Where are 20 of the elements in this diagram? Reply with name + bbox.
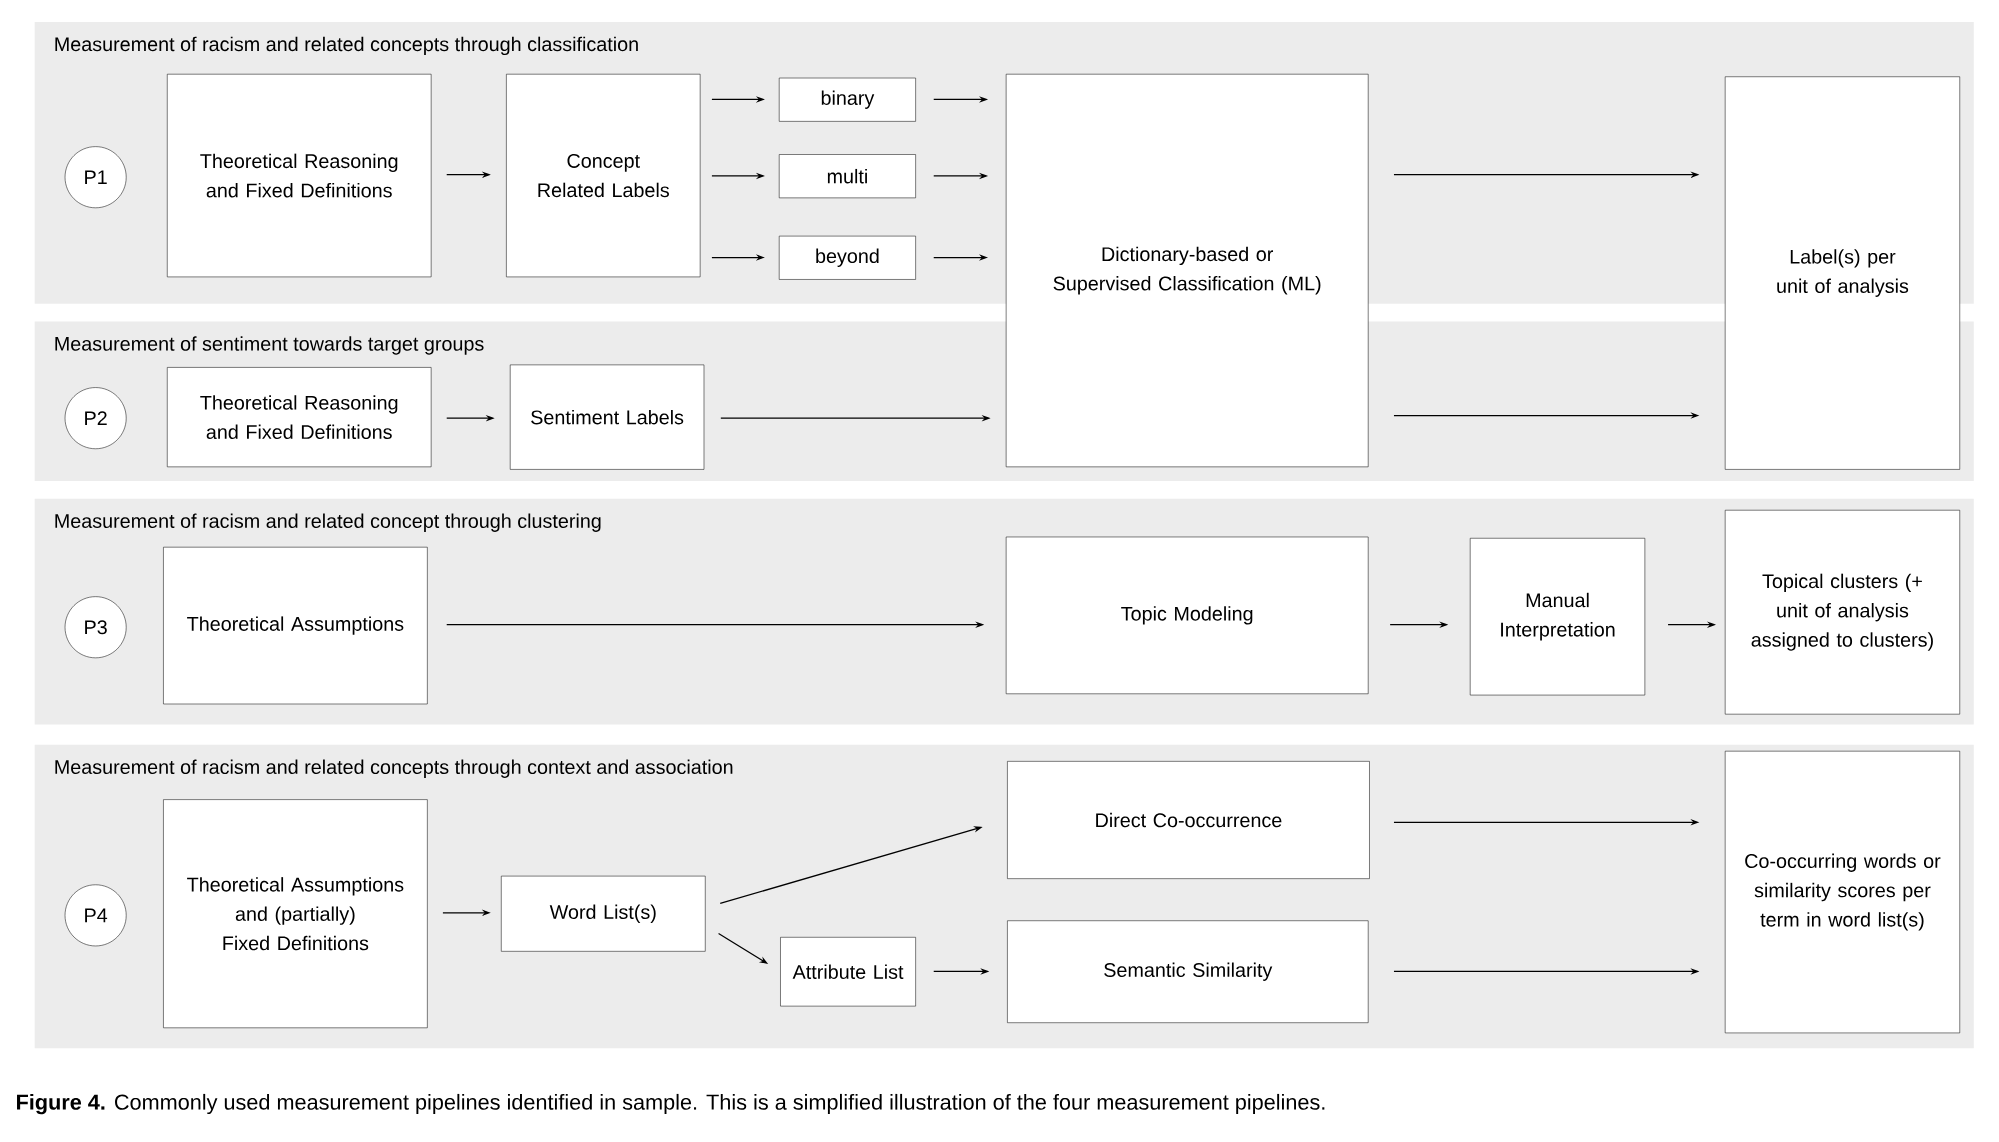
process-box: Attribute List — [780, 936, 916, 1007]
process-box: multi — [778, 154, 916, 198]
process-box: Topical clusters (+ unit of analysis assigned to clusters) — [1724, 509, 1960, 715]
process-box: Semantic Similarity — [1007, 920, 1369, 1023]
process-box: Theoretical Reasoning and Fixed Definitions — [167, 73, 432, 277]
process-box: Concept Related Labels — [506, 73, 701, 277]
process-box: Theoretical Assumptions — [163, 546, 428, 705]
process-box: Topic Modeling — [1005, 536, 1369, 694]
process-box: Dictionary-based or Supervised Classification (ML) — [1005, 73, 1369, 467]
caption: Figure 4. Commonly used measurement pipelines identified in sample. This is a simplified illustration of the four measurement pipelines. — [17, 1093, 1325, 1115]
process-box: binary — [778, 77, 916, 122]
process-box: Direct Co-occurrence — [1007, 760, 1370, 879]
process-box: Word List(s) — [501, 875, 706, 952]
process-box: Label(s) per unit of analysis — [1724, 76, 1960, 470]
process-box: Manual Interpretation — [1469, 537, 1646, 696]
process-box: Theoretical Assumptions and (partially) Fixed Definitions — [163, 799, 428, 1028]
process-box: beyond — [778, 235, 916, 280]
process-box: Co-occurring words or similarity scores per term in word list(s) — [1724, 750, 1960, 1034]
process-box: Theoretical Reasoning and Fixed Definitions — [167, 367, 432, 467]
process-box: Sentiment Labels — [509, 364, 705, 470]
